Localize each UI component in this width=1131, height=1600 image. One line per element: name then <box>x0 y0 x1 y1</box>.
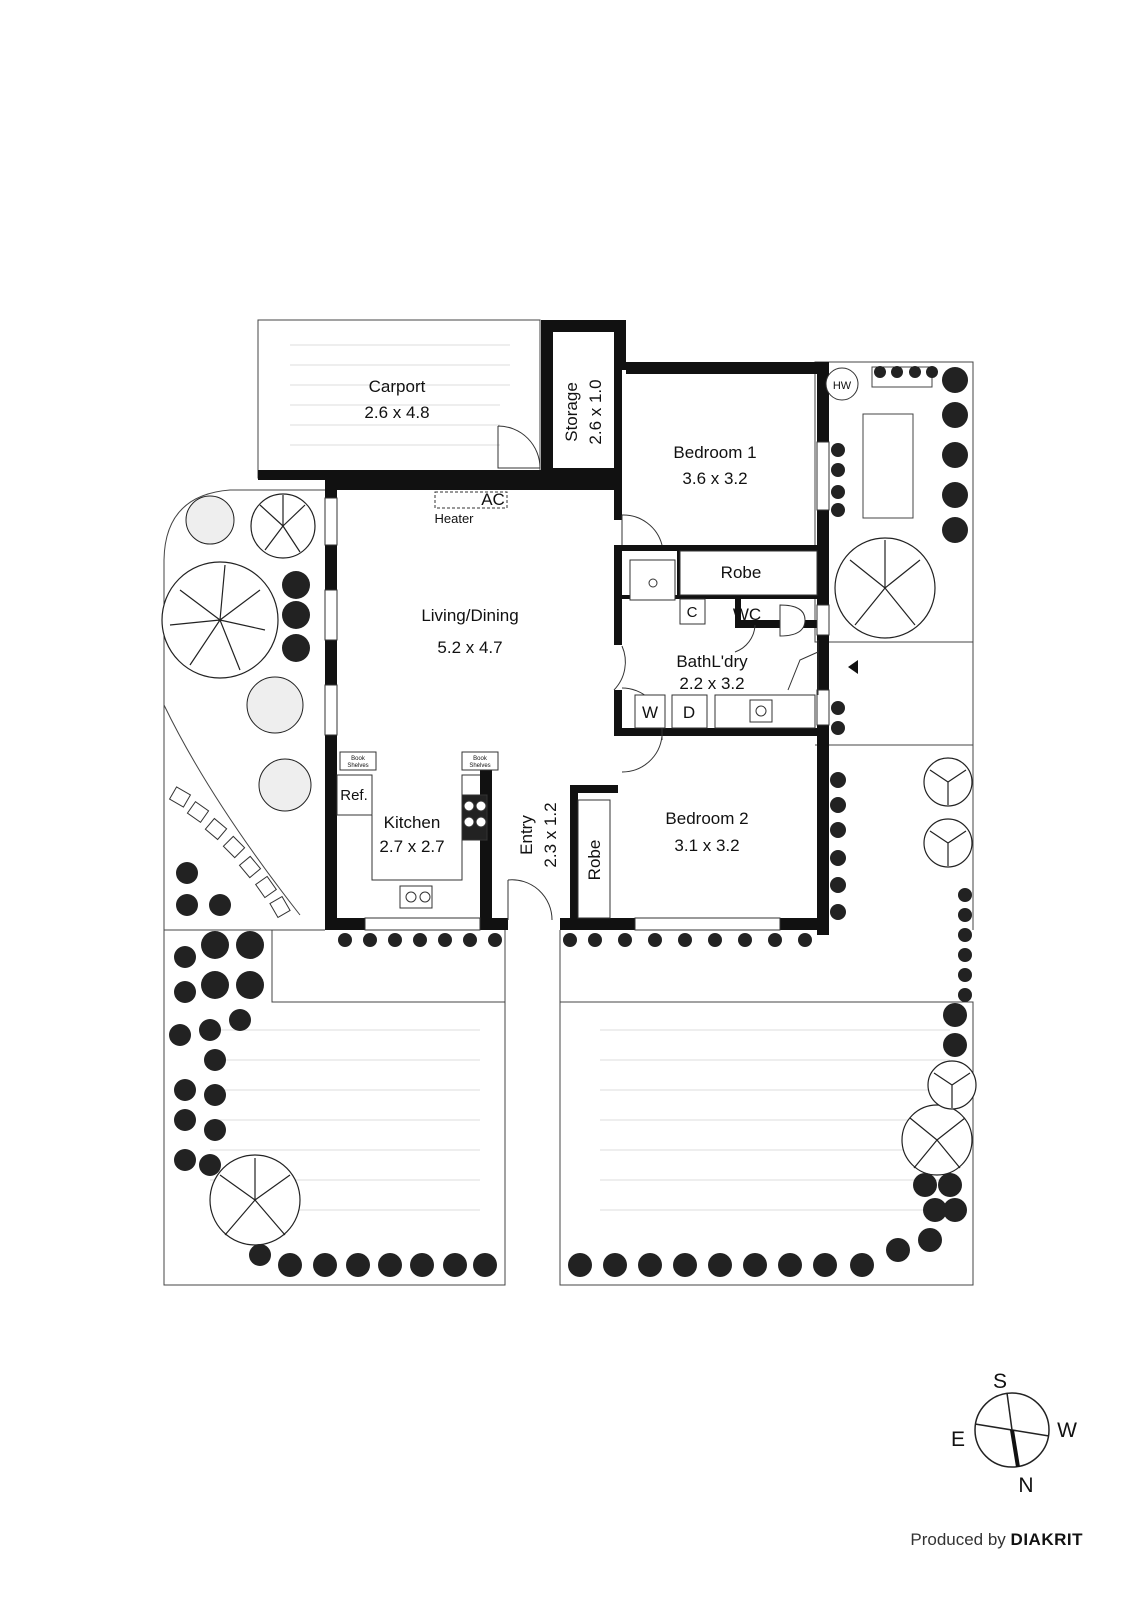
bookshelf-right-label-1: Book <box>473 756 488 762</box>
robe-top-label: Robe <box>721 563 762 582</box>
bedroom2-label: Bedroom 2 <box>665 809 748 828</box>
landscaping <box>161 493 977 1246</box>
storage-label: Storage <box>562 382 581 442</box>
doors <box>497 425 819 921</box>
cupboard <box>679 598 706 625</box>
heater-label: Heater <box>434 511 474 526</box>
bookshelf-left <box>339 751 377 771</box>
tree-small <box>927 1060 977 1110</box>
walls <box>258 320 829 935</box>
paving-texture <box>210 344 950 1211</box>
tree-medium <box>901 1104 973 1176</box>
credit-prefix: Produced by <box>910 1530 1006 1549</box>
entry-arrow-icon <box>848 660 858 674</box>
bath-size: 2.2 x 3.2 <box>679 674 744 693</box>
robe-cabinet <box>679 550 818 596</box>
compass: S W E N <box>951 1370 1077 1497</box>
compass-needle-north <box>1010 1429 1020 1468</box>
ac-label: AC <box>481 490 505 509</box>
shrubs <box>169 366 972 1277</box>
compass-s: S <box>993 1370 1007 1393</box>
compass-e: E <box>951 1428 965 1451</box>
kitchen-label: Kitchen <box>384 813 441 832</box>
tree-small <box>923 818 973 868</box>
tree-large <box>161 561 279 679</box>
bookshelf-right <box>461 751 499 771</box>
tree-medium <box>209 1154 301 1246</box>
heater-unit <box>434 491 508 509</box>
bookshelf-left-label-2: Shelves <box>347 763 368 769</box>
hot-water-unit <box>825 367 859 401</box>
carport-size: 2.6 x 4.8 <box>364 403 429 422</box>
windows <box>324 441 830 931</box>
tree-small <box>923 757 973 807</box>
kitchen-size: 2.7 x 2.7 <box>379 837 444 856</box>
tree-medium <box>834 537 936 639</box>
cupboard-label: C <box>687 604 698 621</box>
washer-label: W <box>642 703 658 722</box>
credit-brand: DIAKRIT <box>1010 1530 1083 1549</box>
entry-size: 2.3 x 1.2 <box>541 802 560 867</box>
bedroom2-size: 3.1 x 3.2 <box>674 836 739 855</box>
bath-label: BathL'dry <box>676 652 748 671</box>
bedroom1-size: 3.6 x 3.2 <box>682 469 747 488</box>
tree-medium <box>250 493 316 559</box>
fridge-label: Ref. <box>340 787 368 804</box>
entry-label: Entry <box>517 815 536 855</box>
bookshelf-left-label-1: Book <box>351 756 366 762</box>
compass-w: W <box>1057 1419 1077 1442</box>
living-size: 5.2 x 4.7 <box>437 638 502 657</box>
carport-label: Carport <box>369 377 426 396</box>
wc-label: WC <box>733 605 761 624</box>
producer-credit: Produced by DIAKRIT <box>910 1530 1083 1550</box>
robe-side-label: Robe <box>585 840 604 881</box>
fixtures <box>336 367 859 919</box>
living-label: Living/Dining <box>421 606 518 625</box>
compass-n: N <box>1018 1474 1033 1497</box>
dryer-label: D <box>683 703 695 722</box>
toilet <box>779 604 806 637</box>
hot-water-label: HW <box>833 380 852 392</box>
storage-size: 2.6 x 1.0 <box>586 379 605 444</box>
compass-ring <box>974 1392 1050 1468</box>
bedroom1-label: Bedroom 1 <box>673 443 756 462</box>
bookshelf-right-label-2: Shelves <box>469 763 490 769</box>
garden-path <box>168 786 291 919</box>
